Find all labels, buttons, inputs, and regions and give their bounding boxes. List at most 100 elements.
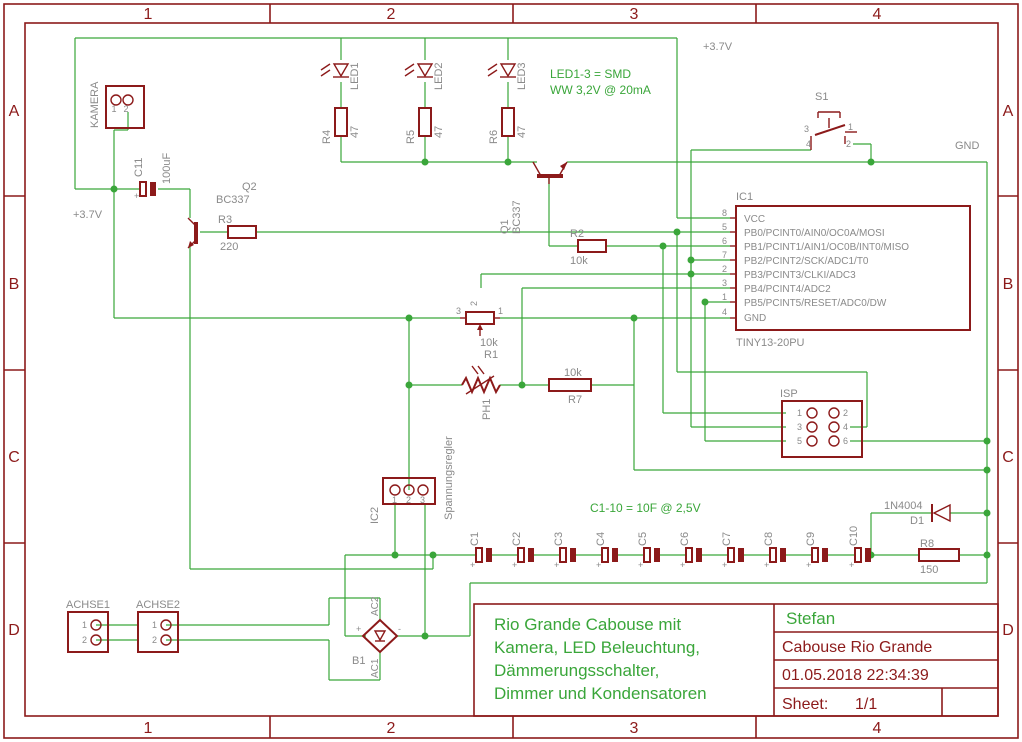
r7-value: 10k <box>564 367 582 379</box>
svg-text:+: + <box>680 560 685 570</box>
row-label-c-right: C <box>1002 449 1014 466</box>
led-note-line-2: WW 3,2V @ 20mA <box>550 83 651 97</box>
resistor-r5: R5 47 <box>405 107 445 144</box>
b1-ac1-label: AC1 <box>370 658 381 678</box>
title-block: Rio Grande Cabouse mit Kamera, LED Beleu… <box>473 603 999 717</box>
svg-text:+: + <box>356 624 361 634</box>
kamera-label: KAMERA <box>89 81 101 128</box>
ic2-value: Spannungsregler <box>443 436 455 520</box>
svg-text:1: 1 <box>82 620 87 630</box>
transistor-q1: Q1 BC337 <box>499 161 568 234</box>
ph1-label: PH1 <box>481 399 493 420</box>
led-1: LED1 <box>320 62 361 90</box>
svg-text:4: 4 <box>843 422 848 432</box>
ic1-pin-name-5: PB3/PCINT3/CLKI/ADC3 <box>744 270 856 281</box>
capacitor-c3: +C3 <box>553 532 576 570</box>
row-label-b-right: B <box>1003 276 1014 293</box>
svg-text:+: + <box>470 560 475 570</box>
ic1-label: IC1 <box>736 191 753 203</box>
svg-text:3: 3 <box>420 495 425 505</box>
s1-label: S1 <box>815 91 828 103</box>
column-label-2-top: 2 <box>387 6 396 23</box>
led-2: LED2 <box>404 62 445 90</box>
svg-text:2: 2 <box>82 635 87 645</box>
title-line-4: Dimmer und Kondensatoren <box>494 684 707 703</box>
svg-text:C1: C1 <box>469 532 481 546</box>
svg-text:C2: C2 <box>511 532 523 546</box>
capacitor-c11: + C11 100uF <box>133 153 173 201</box>
r2-label: R2 <box>570 228 584 240</box>
svg-text:-: - <box>398 624 401 634</box>
column-label-4-bottom: 4 <box>873 720 882 737</box>
photoresistor-ph1: PH1 <box>461 365 501 420</box>
ic1-pin-name-2: PB0/PCINT0/AIN0/OC0A/MOSI <box>744 228 885 239</box>
r4-value: 47 <box>349 126 361 138</box>
column-label-3-top: 3 <box>630 6 639 23</box>
svg-text:+: + <box>764 560 769 570</box>
resistor-r2: R2 10k <box>570 228 607 267</box>
led-note-line-1: LED1-3 = SMD <box>550 67 631 81</box>
d1-label: D1 <box>910 515 924 527</box>
r5-label: R5 <box>405 130 417 144</box>
svg-text:C7: C7 <box>721 532 733 546</box>
row-label-d-right: D <box>1002 622 1014 639</box>
svg-text:4: 4 <box>806 139 811 149</box>
svg-text:+: + <box>722 560 727 570</box>
capacitor-c9: +C9 <box>805 532 828 570</box>
ic1-pin-num-5: 2 <box>722 264 727 274</box>
r6-label: R6 <box>488 130 500 144</box>
svg-text:3: 3 <box>797 422 802 432</box>
svg-text:C8: C8 <box>763 532 775 546</box>
diode-d1: 1N4004 D1 <box>884 500 951 527</box>
resistor-r4: R4 47 <box>321 107 361 144</box>
capacitor-note: C1-10 = 10F @ 2,5V <box>590 501 701 515</box>
ic1-pin-num-4: 7 <box>722 250 727 260</box>
svg-text:2: 2 <box>469 301 479 306</box>
project-name: Cabouse Rio Grande <box>782 639 932 656</box>
r4-label: R4 <box>321 130 333 144</box>
row-label-d-left: D <box>8 622 20 639</box>
svg-text:1: 1 <box>111 104 116 114</box>
gnd-label: GND <box>955 140 980 152</box>
r2-value: 10k <box>570 255 588 267</box>
title-line-2: Kamera, LED Beleuchtung, <box>494 638 700 657</box>
ic1-pin-num-7: 1 <box>722 292 727 302</box>
capacitor-c5: +C5 <box>637 532 660 570</box>
r1-value: 10k <box>480 337 498 349</box>
svg-text:2: 2 <box>406 495 411 505</box>
r7-label: R7 <box>568 394 582 406</box>
led1-label: LED1 <box>349 62 361 90</box>
svg-text:C3: C3 <box>553 532 565 546</box>
potentiometer-r1: 3 1 2 10k R1 <box>456 301 503 361</box>
r6-value: 47 <box>516 126 528 138</box>
ic1-pin-name-6: PB4/PCINT4/ADC2 <box>744 284 831 295</box>
svg-text:+: + <box>134 191 139 201</box>
ic1-value: TINY13-20PU <box>736 337 805 349</box>
column-label-1-top: 1 <box>144 6 153 23</box>
ic2-label: IC2 <box>369 507 381 524</box>
row-label-b-left: B <box>9 276 20 293</box>
row-label-a-left: A <box>9 103 20 120</box>
r5-value: 47 <box>433 126 445 138</box>
resistor-r8: R8 150 <box>918 538 960 576</box>
vcc-label-top: +3.7V <box>703 41 733 53</box>
svg-text:1: 1 <box>152 620 157 630</box>
sheet-label: Sheet: <box>782 696 828 713</box>
q1-type: BC337 <box>511 200 523 234</box>
r3-label: R3 <box>218 214 232 226</box>
r8-value: 150 <box>920 564 938 576</box>
svg-text:+: + <box>596 560 601 570</box>
svg-text:5: 5 <box>797 436 802 446</box>
svg-text:2: 2 <box>846 139 851 149</box>
ic1-pin-num-1: 8 <box>722 208 727 218</box>
ic1-pin-num-6: 3 <box>722 278 727 288</box>
sheet-value: 1/1 <box>855 696 877 713</box>
c11-value: 100uF <box>161 153 173 184</box>
svg-text:3: 3 <box>456 306 461 316</box>
svg-text:6: 6 <box>843 436 848 446</box>
vcc-label-left: +3.7V <box>73 209 103 221</box>
wires <box>74 37 988 681</box>
b1-ac2-label: AC2 <box>370 596 381 616</box>
achse1-label: ACHSE1 <box>66 599 110 611</box>
switch-s1: 3 4 1 2 S1 <box>804 91 857 150</box>
